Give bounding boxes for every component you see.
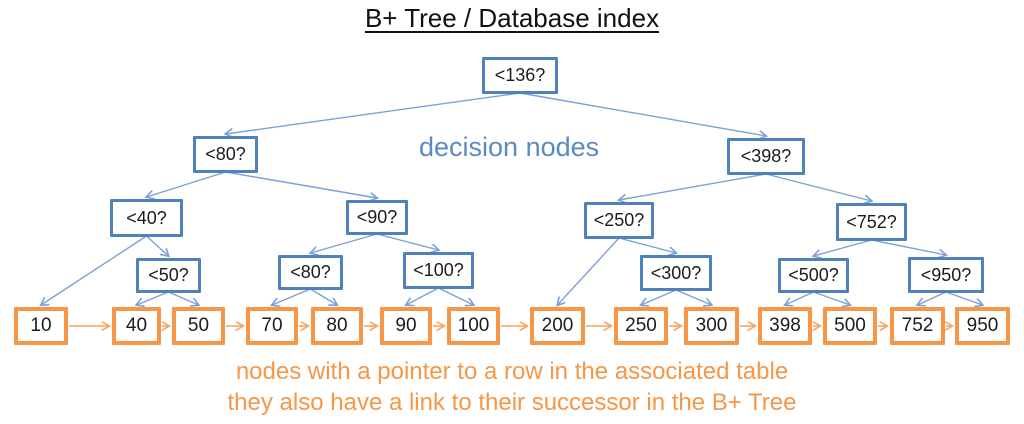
leaf-node-l752: 752	[890, 307, 945, 345]
leaf-node-l40: 40	[112, 307, 161, 345]
caption-line-2: they also have a link to their successor…	[227, 389, 797, 416]
leaf-node-l500: 500	[823, 307, 877, 345]
tree-edge-n250-l200	[558, 237, 620, 305]
decision-node-n80b: <80?	[278, 255, 343, 290]
decision-node-n250: <250?	[584, 202, 654, 239]
leaf-node-l950: 950	[955, 307, 1010, 345]
decision-node-n90: <90?	[346, 200, 408, 235]
tree-edge-n136-n398	[519, 92, 766, 136]
tree-edge-n90-n100	[376, 233, 439, 250]
decision-node-n752: <752?	[836, 203, 907, 241]
tree-edge-n950-l950	[945, 291, 983, 305]
leaf-node-l50: 50	[172, 307, 225, 345]
tree-edge-n80b-l80	[310, 288, 338, 305]
tree-edge-n398-n752	[765, 173, 872, 201]
tree-edge-n500-l500	[813, 291, 851, 305]
decision-node-n50: <50?	[136, 258, 201, 293]
tree-edge-n100-l90	[406, 287, 439, 305]
decision-node-n136: <136?	[482, 57, 558, 94]
tree-edge-n250-n300	[618, 237, 676, 253]
tree-edge-n90-n80b	[311, 233, 378, 253]
caption-line-1: nodes with a pointer to a row in the ass…	[235, 358, 789, 385]
decision-node-n40: <40?	[110, 199, 183, 237]
tree-edge-n752-n950	[871, 239, 947, 255]
tree-edge-n136-n80	[226, 92, 521, 134]
decision-node-n300: <300?	[640, 255, 712, 291]
tree-edge-n80b-l70	[272, 288, 311, 305]
leaf-node-l10: 10	[14, 307, 68, 345]
tree-edge-n752-n500	[814, 239, 872, 256]
decision-node-n80: <80?	[193, 136, 258, 173]
decision-nodes-label: decision nodes	[419, 132, 600, 162]
tree-edge-n80-n90	[225, 171, 378, 198]
tree-edge-n398-n250	[619, 173, 767, 200]
tree-edge-n300-l300	[675, 289, 712, 305]
tree-edge-n100-l100	[438, 287, 474, 305]
leaf-node-l250: 250	[614, 307, 668, 345]
leaf-node-l90: 90	[380, 307, 432, 345]
decision-node-n398: <398?	[727, 138, 805, 175]
tree-edge-n50-l50	[168, 291, 199, 305]
tree-edge-n40-n50	[146, 235, 169, 256]
tree-edge-n500-l398	[785, 291, 814, 305]
diagram-title: B+ Tree / Database index	[364, 3, 660, 33]
decision-node-n950: <950?	[908, 257, 984, 293]
leaf-node-l80: 80	[311, 307, 363, 345]
decision-node-n100: <100?	[403, 252, 474, 289]
tree-edge-n80-n40	[147, 171, 226, 197]
leaf-node-l100: 100	[447, 307, 500, 345]
leaf-node-l70: 70	[246, 307, 298, 345]
leaf-node-l200: 200	[530, 307, 585, 345]
tree-edge-n50-l40	[137, 291, 169, 305]
tree-edge-n300-l250	[641, 289, 677, 305]
leaf-node-l398: 398	[758, 307, 812, 345]
decision-node-n500: <500?	[778, 258, 849, 293]
tree-edge-n40-l10	[41, 235, 147, 305]
leaf-nodes-caption: nodes with a pointer to a row in the ass…	[0, 356, 1024, 418]
tree-edge-n950-l752	[918, 291, 947, 305]
leaf-node-l300: 300	[684, 307, 739, 345]
